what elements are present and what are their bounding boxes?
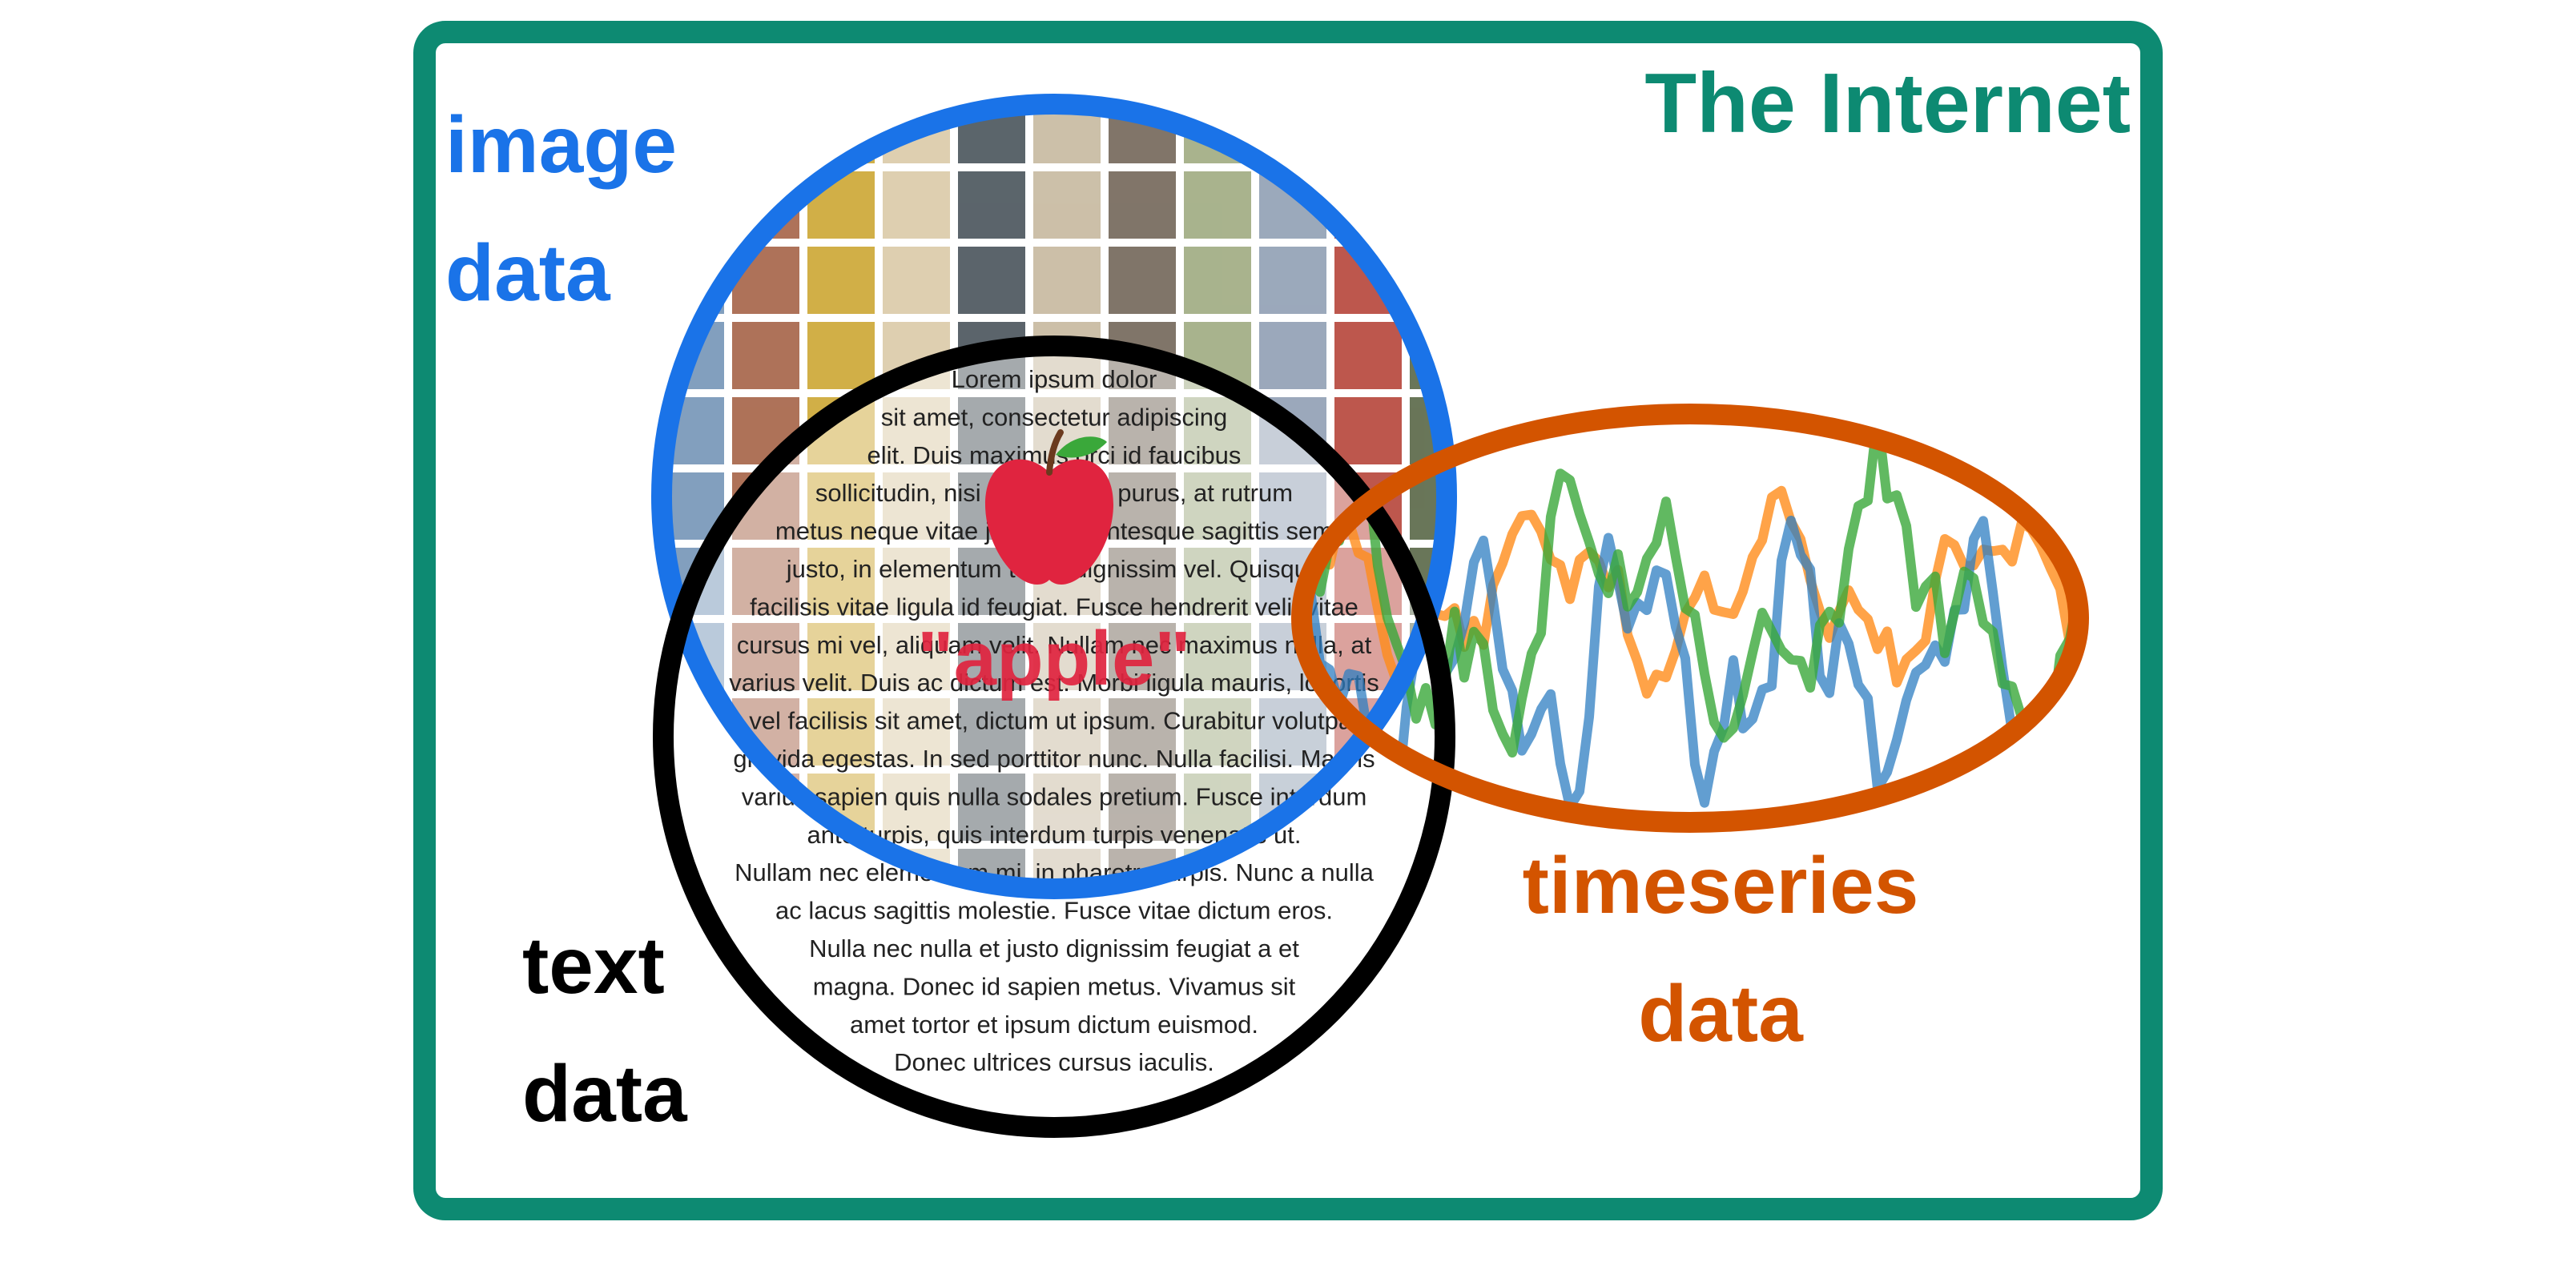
lorem-text-line: gravida egestas. In sed porttitor nunc. … (733, 745, 1375, 773)
image-data-label-line1: image (445, 100, 677, 190)
text-data-label-line1: text (522, 921, 665, 1011)
internet-title: The Internet (1644, 56, 2131, 151)
lorem-text-line: varius sapien quis nulla sodales pretium… (742, 782, 1367, 810)
image-thumbnail (1334, 322, 1402, 389)
image-thumbnail (1109, 247, 1176, 314)
apple-word: "apple" (917, 616, 1191, 701)
lorem-text-line: Lorem ipsum dolor (952, 365, 1157, 393)
image-thumbnail (1033, 247, 1101, 314)
lorem-text-line: magna. Donec id sapien metus. Vivamus si… (813, 972, 1296, 1000)
image-thumbnail (1259, 322, 1326, 389)
image-thumbnail (1259, 247, 1326, 314)
image-thumbnail (732, 322, 799, 389)
image-thumbnail (1184, 171, 1251, 239)
lorem-text-line: ac lacus sagittis molestie. Fusce vitae … (775, 897, 1333, 925)
image-thumbnail (958, 171, 1025, 239)
image-thumbnail (807, 322, 875, 389)
image-thumbnail (883, 171, 950, 239)
lorem-text-line: Nulla nec nulla et justo dignissim feugi… (809, 934, 1299, 963)
lorem-text-line: amet tortor et ipsum dictum euismod. (850, 1011, 1258, 1039)
timeseries-data-label-line2: data (1638, 969, 1804, 1059)
lorem-text-line: vel facilisis sit amet, dictum ut ipsum.… (749, 707, 1359, 735)
image-thumbnail (807, 247, 875, 314)
image-thumbnail (1033, 171, 1101, 239)
image-data-label-line2: data (445, 228, 611, 318)
timeseries-data-label-line1: timeseries (1523, 841, 1919, 930)
text-data-label-line2: data (522, 1049, 688, 1139)
image-thumbnail (1184, 247, 1251, 314)
image-thumbnail (1109, 171, 1176, 239)
lorem-text-line: Donec ultrices cursus iaculis. (894, 1048, 1214, 1076)
lorem-text-line: sit amet, consectetur adipiscing (881, 403, 1228, 431)
image-thumbnail (1334, 397, 1402, 464)
image-thumbnail (958, 247, 1025, 314)
image-thumbnail (883, 247, 950, 314)
